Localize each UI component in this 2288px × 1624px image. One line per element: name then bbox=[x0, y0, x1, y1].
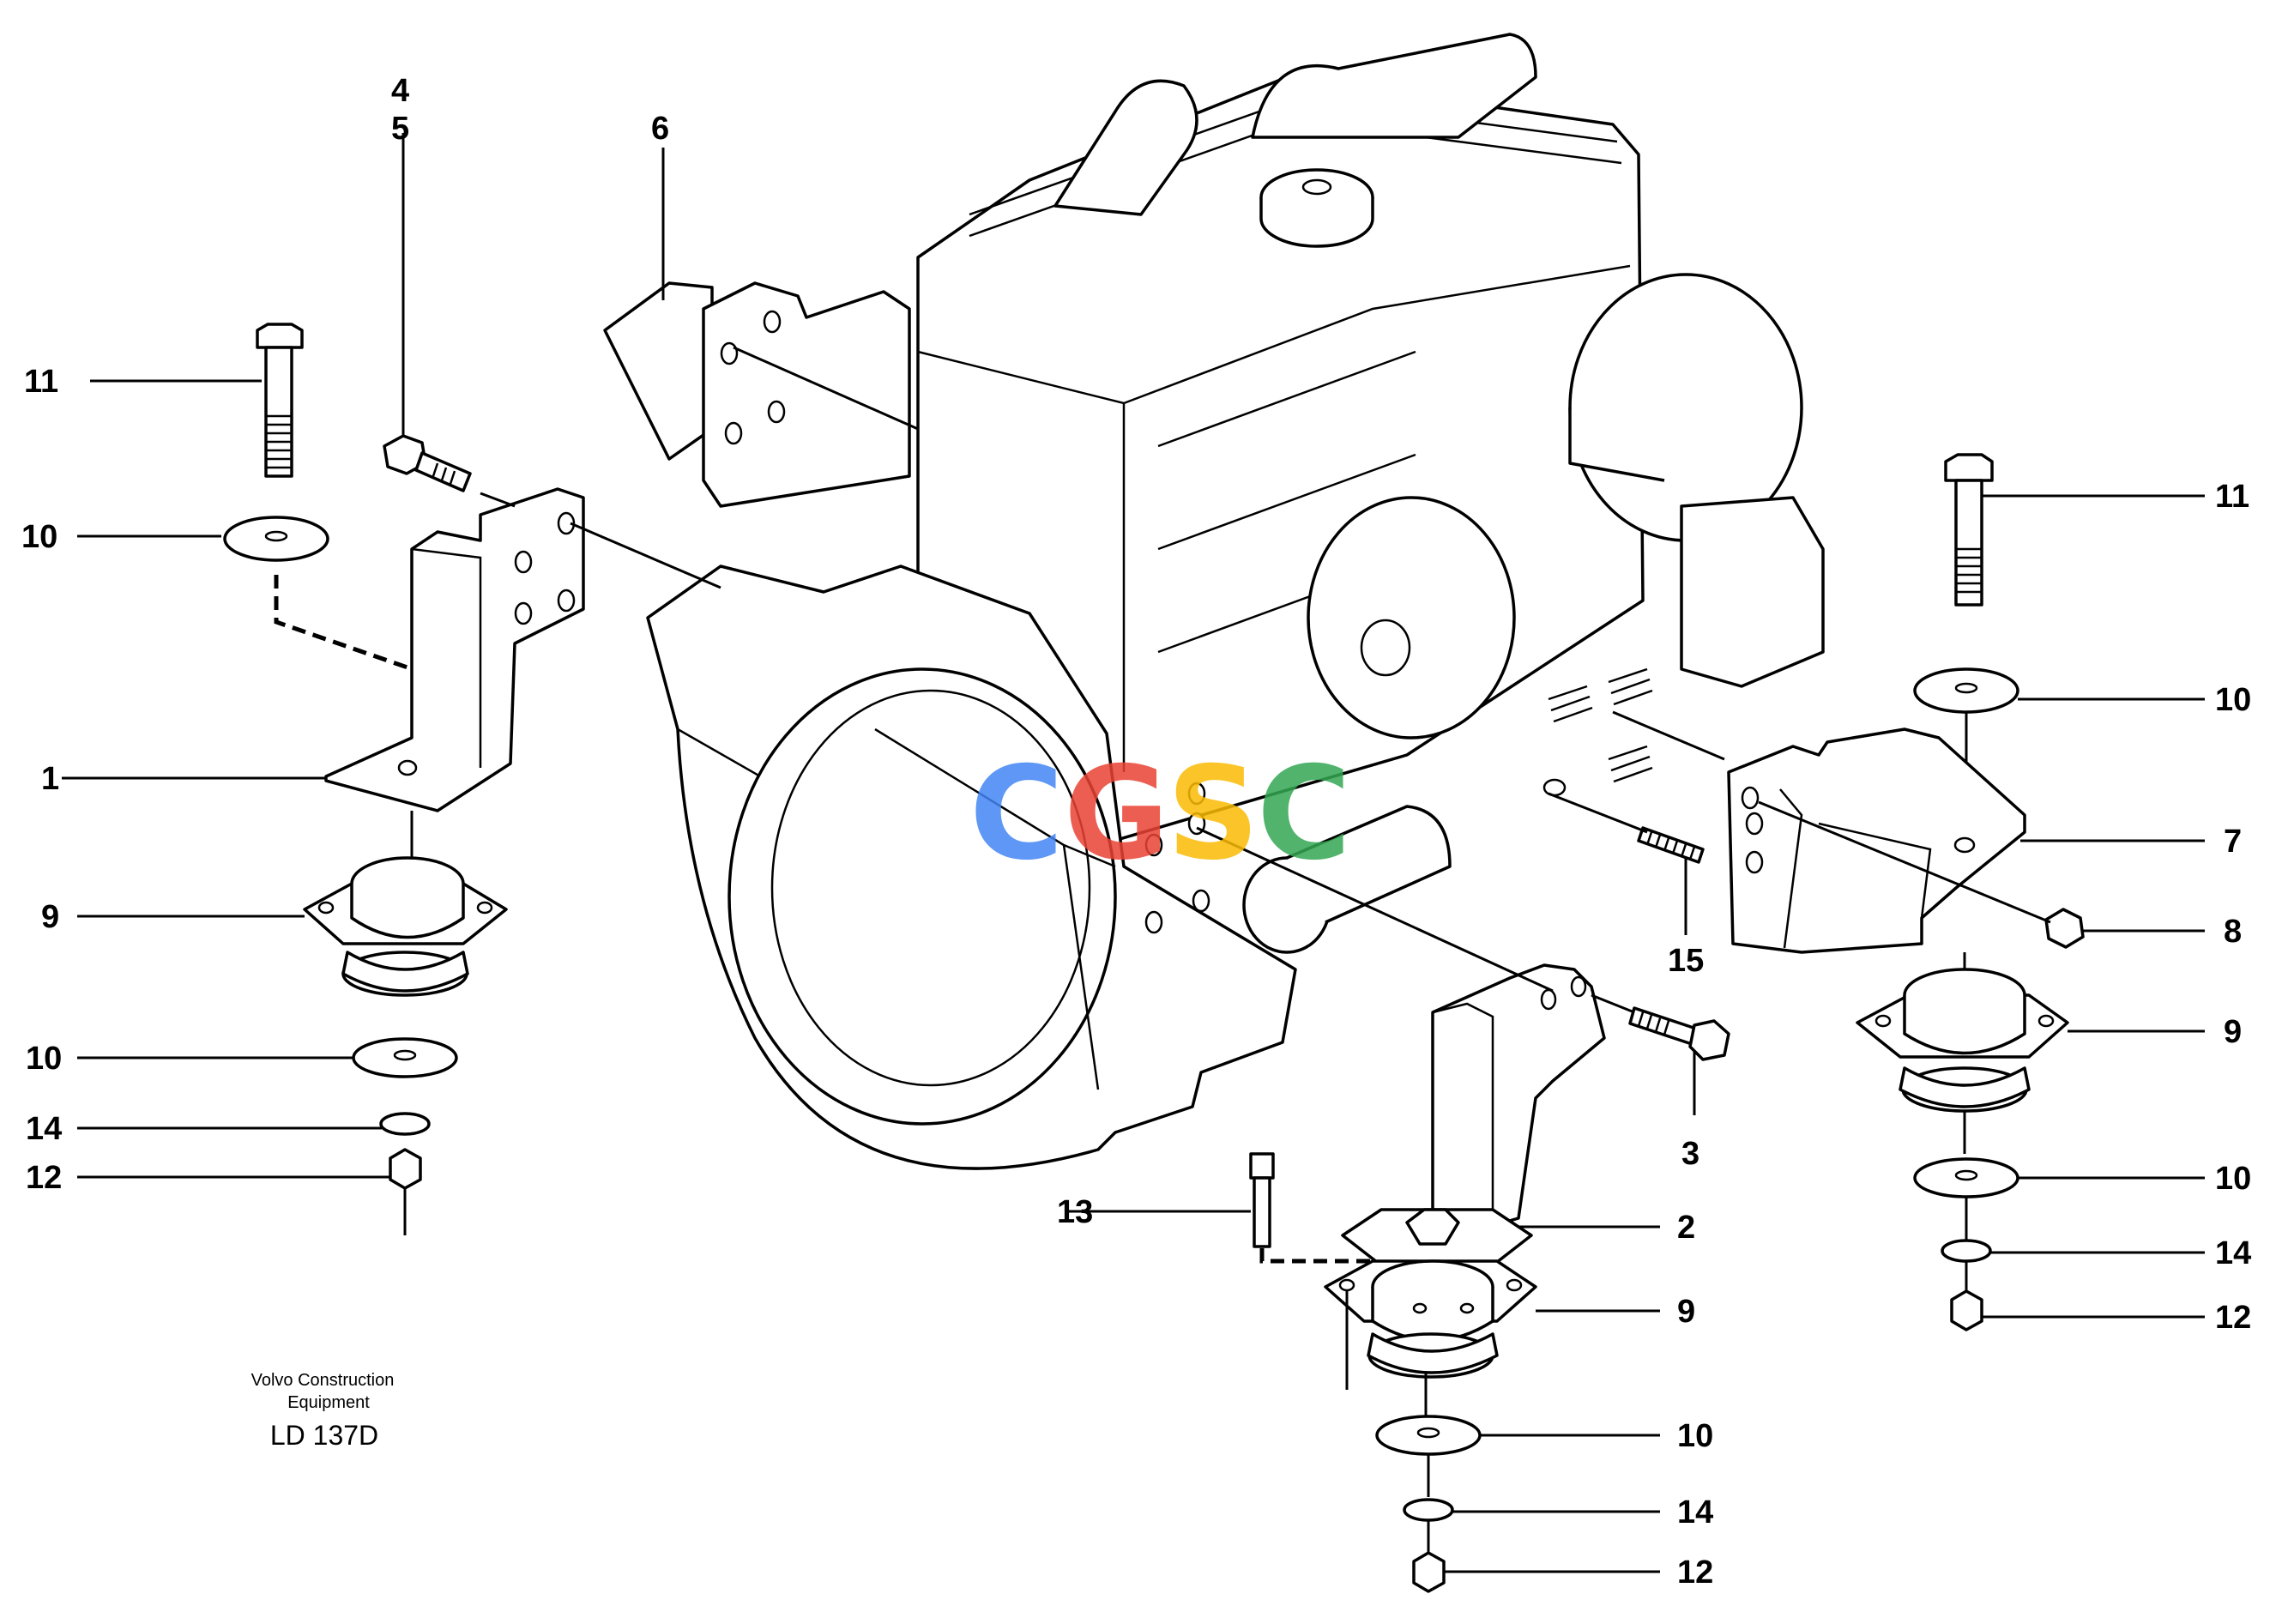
mount-9-right bbox=[1856, 968, 2069, 1113]
stud-15 bbox=[1637, 826, 1705, 864]
callout-13: 13 bbox=[1057, 1194, 1093, 1230]
mount-9-left bbox=[303, 856, 508, 997]
footer-block: Volvo Construction Equipment LD 137D bbox=[251, 1371, 395, 1451]
watermark-letter-3: S bbox=[1167, 740, 1259, 889]
bolt-4-5 bbox=[383, 434, 472, 492]
callout-4: 4 bbox=[391, 73, 409, 109]
watermark-letter-4: C bbox=[1257, 740, 1351, 889]
watermark-logo: C G S C bbox=[969, 740, 1351, 889]
manufacturer-line-2: Equipment bbox=[287, 1393, 370, 1412]
engine-block bbox=[916, 33, 1825, 954]
callout-12-bottom: 12 bbox=[1677, 1555, 1713, 1591]
bracket-6 bbox=[603, 281, 911, 508]
callout-14-left: 14 bbox=[26, 1111, 62, 1147]
leader-lines bbox=[62, 133, 2205, 1573]
callout-14-bottom: 14 bbox=[1677, 1494, 1713, 1530]
callout-10-right-lower: 10 bbox=[2215, 1161, 2251, 1197]
bottom-mount-assembly bbox=[1196, 826, 1730, 1593]
callout-1: 1 bbox=[41, 761, 59, 797]
watermark-letter-2: G bbox=[1064, 740, 1169, 889]
callout-14-right: 14 bbox=[2215, 1235, 2251, 1271]
bolt-3 bbox=[1628, 1006, 1730, 1061]
callout-labels: 11 10 1 9 10 14 12 4 5 6 11 10 7 8 9 10 … bbox=[21, 73, 2251, 1591]
mount-9-bottom bbox=[1324, 1259, 1537, 1379]
stud-group bbox=[1548, 667, 1653, 783]
callout-10-bottom: 10 bbox=[1677, 1418, 1713, 1454]
callout-9-left: 9 bbox=[41, 899, 59, 935]
callout-7: 7 bbox=[2224, 824, 2242, 860]
drawing-code: LD 137D bbox=[270, 1420, 378, 1451]
bolt-11-left bbox=[256, 323, 304, 478]
callout-11-left: 11 bbox=[24, 364, 58, 400]
callout-12-left: 12 bbox=[26, 1160, 62, 1196]
callout-10-left-upper: 10 bbox=[21, 519, 57, 555]
callout-10-left-lower: 10 bbox=[26, 1041, 62, 1077]
callout-11-right: 11 bbox=[2215, 479, 2249, 515]
callout-12-right: 12 bbox=[2215, 1300, 2251, 1336]
manufacturer-line-1: Volvo Construction bbox=[251, 1371, 395, 1390]
bolt-13 bbox=[1249, 1152, 1275, 1248]
callout-10-right-upper: 10 bbox=[2215, 682, 2251, 718]
callout-9-right: 9 bbox=[2224, 1014, 2242, 1050]
callout-3: 3 bbox=[1681, 1136, 1699, 1172]
callout-6: 6 bbox=[651, 111, 669, 147]
callout-9-bottom: 9 bbox=[1677, 1294, 1695, 1330]
callout-5: 5 bbox=[391, 111, 409, 147]
callout-8: 8 bbox=[2224, 914, 2242, 950]
flywheel-housing bbox=[646, 564, 1297, 1170]
bolt-11-right bbox=[1944, 453, 1994, 607]
right-mount-assembly bbox=[1612, 453, 2085, 1331]
watermark-letter-1: C bbox=[969, 740, 1064, 889]
left-mount-assembly bbox=[223, 323, 721, 1235]
callout-2: 2 bbox=[1677, 1210, 1695, 1246]
callout-15: 15 bbox=[1668, 943, 1704, 979]
